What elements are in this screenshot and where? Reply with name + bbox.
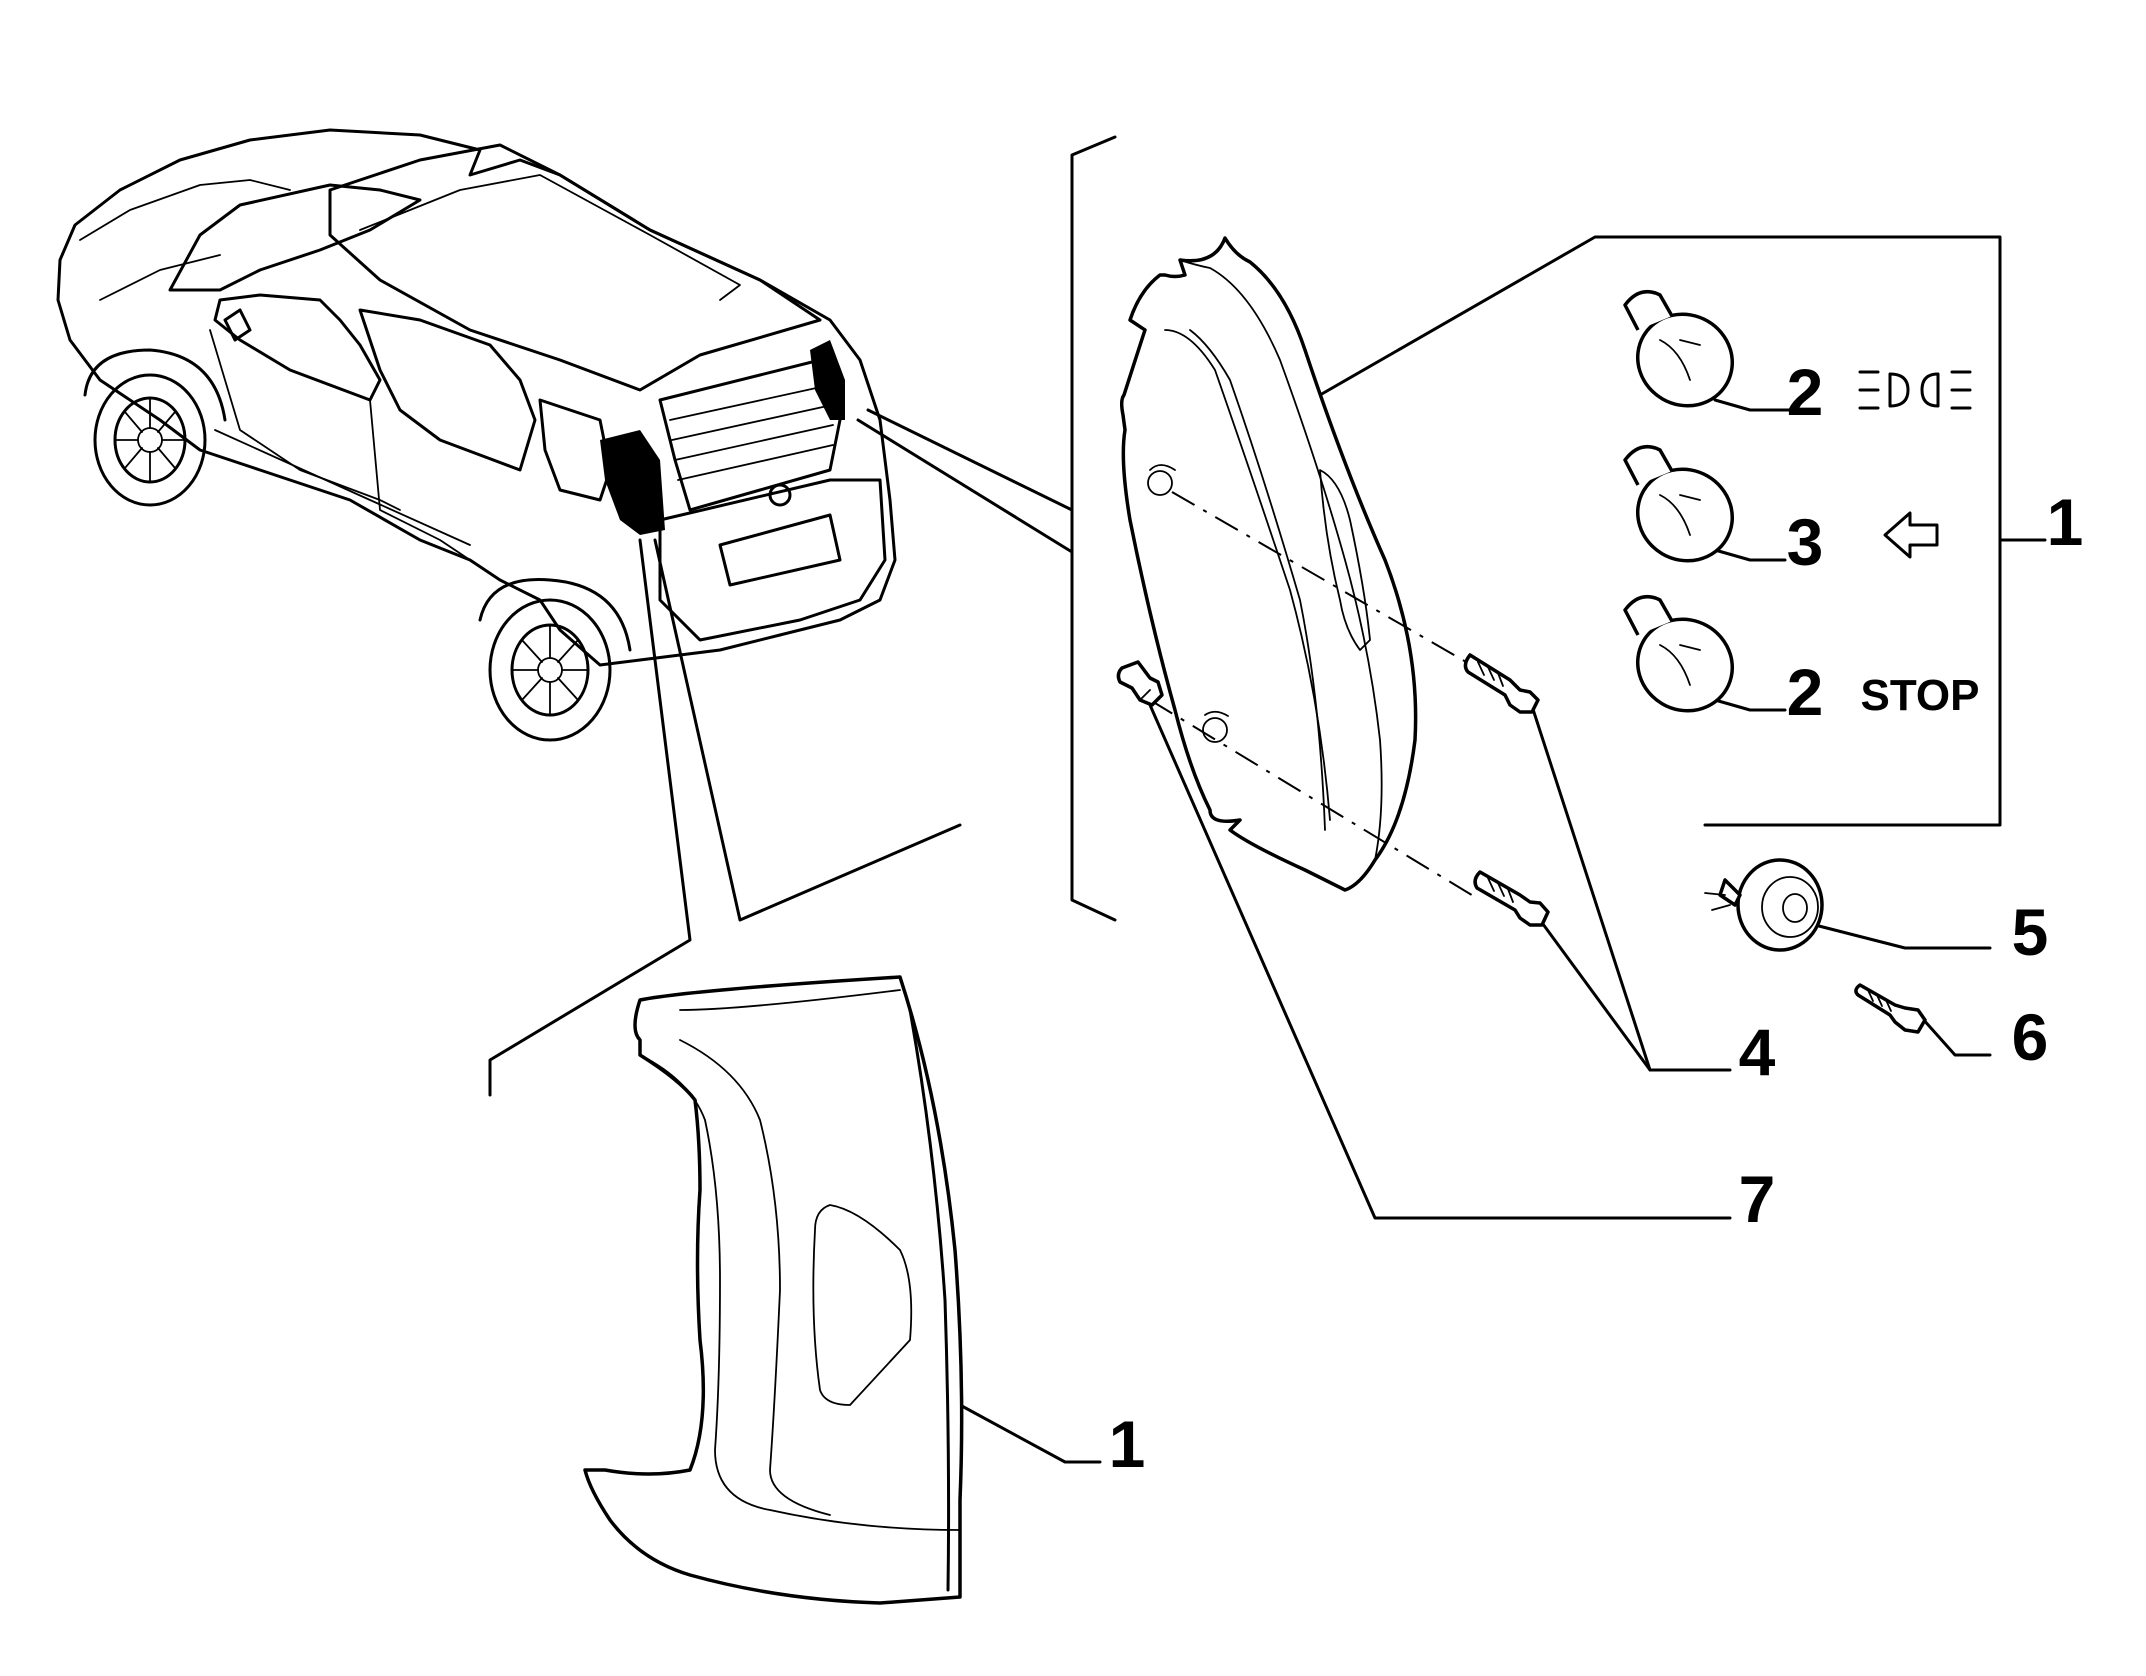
screw-part-6 bbox=[1854, 983, 1927, 1034]
leader-lines bbox=[488, 135, 2047, 1464]
callout-2-position-bulb: 2 bbox=[1787, 355, 1824, 429]
callout-1-bulb-group: 1 bbox=[2047, 485, 2084, 559]
callout-5: 5 bbox=[2012, 895, 2049, 969]
callout-3-indicator-bulb: 3 bbox=[1787, 505, 1824, 579]
bulb-stop-light bbox=[1623, 594, 1735, 713]
callout-4: 4 bbox=[1739, 1015, 1776, 1089]
arrow-left-icon bbox=[1883, 511, 1939, 559]
position-light-icon bbox=[1858, 370, 1972, 410]
tail-lamp-part-1 bbox=[583, 975, 964, 1605]
car-illustration bbox=[56, 128, 897, 742]
bulb-position-light bbox=[1623, 289, 1735, 408]
exploded-view-bracket bbox=[1070, 135, 1117, 922]
bulb-holder-part-5 bbox=[1704, 858, 1824, 952]
exploded-tail-lamp bbox=[1119, 236, 1481, 901]
stop-label: STOP bbox=[1860, 671, 1979, 720]
callout-1-lamp: 1 bbox=[1109, 1407, 1146, 1481]
bulb-group-box bbox=[1318, 235, 2002, 827]
screw-part-4-upper bbox=[1463, 653, 1540, 714]
bulb-indicator bbox=[1623, 444, 1735, 563]
pin-part-7 bbox=[1116, 660, 1164, 707]
callout-7: 7 bbox=[1739, 1162, 1776, 1236]
callout-6: 6 bbox=[2012, 1000, 2049, 1074]
callout-2-stop-bulb: 2 bbox=[1787, 655, 1824, 729]
screw-part-4-lower bbox=[1473, 870, 1550, 927]
